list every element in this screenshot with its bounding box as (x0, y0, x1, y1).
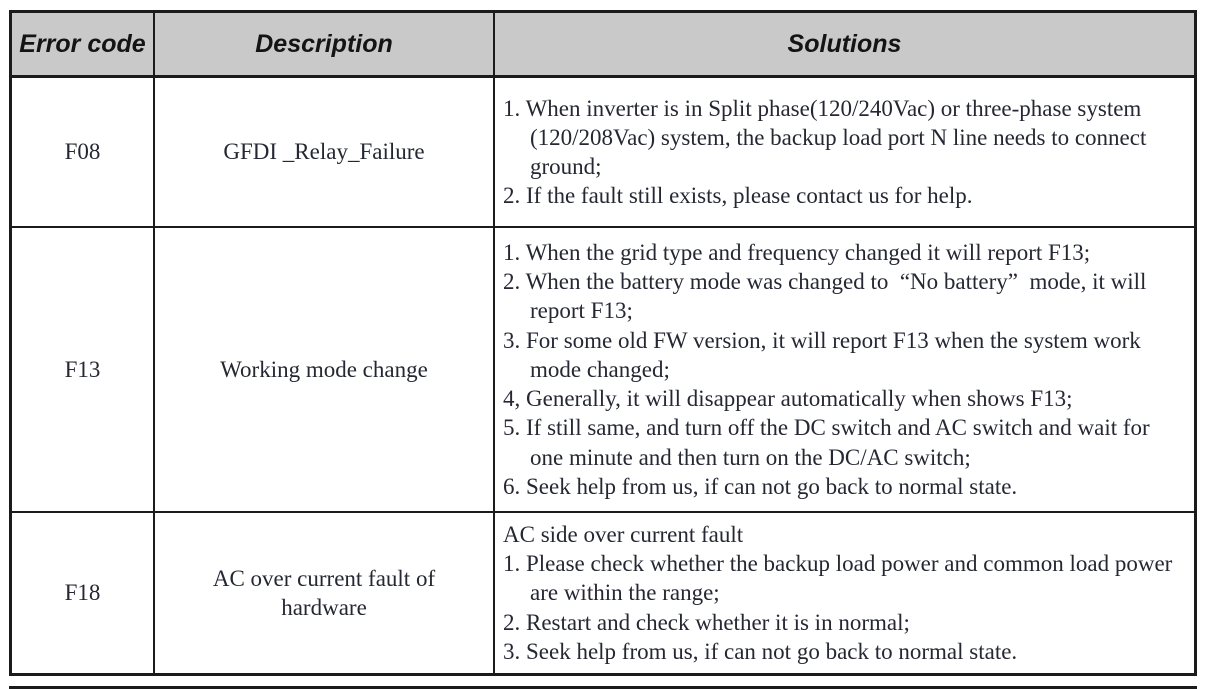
solutions-value: 1. When the grid type and frequency chan… (495, 228, 1194, 511)
description-value: GFDI _Relay_Failure (155, 78, 495, 226)
table-header-row: Error code Description Solutions (12, 13, 1194, 78)
solution-line: 2. If the fault still exists, please con… (503, 183, 973, 209)
solutions-value: 1. When inverter is in Split phase(120/2… (495, 78, 1194, 226)
description-value: Working mode change (155, 228, 495, 511)
solution-line: 2. Restart and check whether it is in no… (503, 609, 910, 635)
header-solutions: Solutions (787, 29, 902, 58)
solution-line: 4, Generally, it will disappear automati… (503, 386, 1073, 412)
table-row-f18: F18 AC over current fault of hardware AC… (12, 513, 1194, 673)
header-error-code: Error code (12, 13, 155, 75)
solution-line: 2. When the battery mode was changed to … (503, 269, 1153, 324)
solutions-value: AC side over current fault 1. Please che… (495, 513, 1194, 673)
solution-line: 1. Please check whether the backup load … (503, 551, 1179, 606)
solution-line: AC side over current fault (503, 521, 744, 547)
description-value: AC over current fault of hardware (155, 513, 495, 673)
solution-line: 3. For some old FW version, it will repo… (503, 327, 1147, 382)
table-row-f08: F08 GFDI _Relay_Failure 1. When inverter… (12, 78, 1194, 228)
solution-line: 1. When inverter is in Split phase(120/2… (503, 95, 1153, 179)
error-code-table: Error code Description Solutions F08 GFD… (9, 10, 1197, 676)
error-code-value: F18 (12, 513, 155, 673)
header-description: Description (155, 13, 495, 75)
table-row-f13: F13 Working mode change 1. When the grid… (12, 228, 1194, 513)
solution-line: 5. If still same, and turn off the DC sw… (503, 415, 1156, 470)
solution-line: 1. When the grid type and frequency chan… (503, 240, 1091, 266)
solution-line: 3. Seek help from us, if can not go back… (503, 638, 1018, 664)
error-code-value: F08 (12, 78, 155, 226)
solution-line: 6. Seek help from us, if can not go back… (503, 473, 1018, 499)
error-code-value: F13 (12, 228, 155, 511)
next-table-row-top-border (9, 686, 1197, 689)
